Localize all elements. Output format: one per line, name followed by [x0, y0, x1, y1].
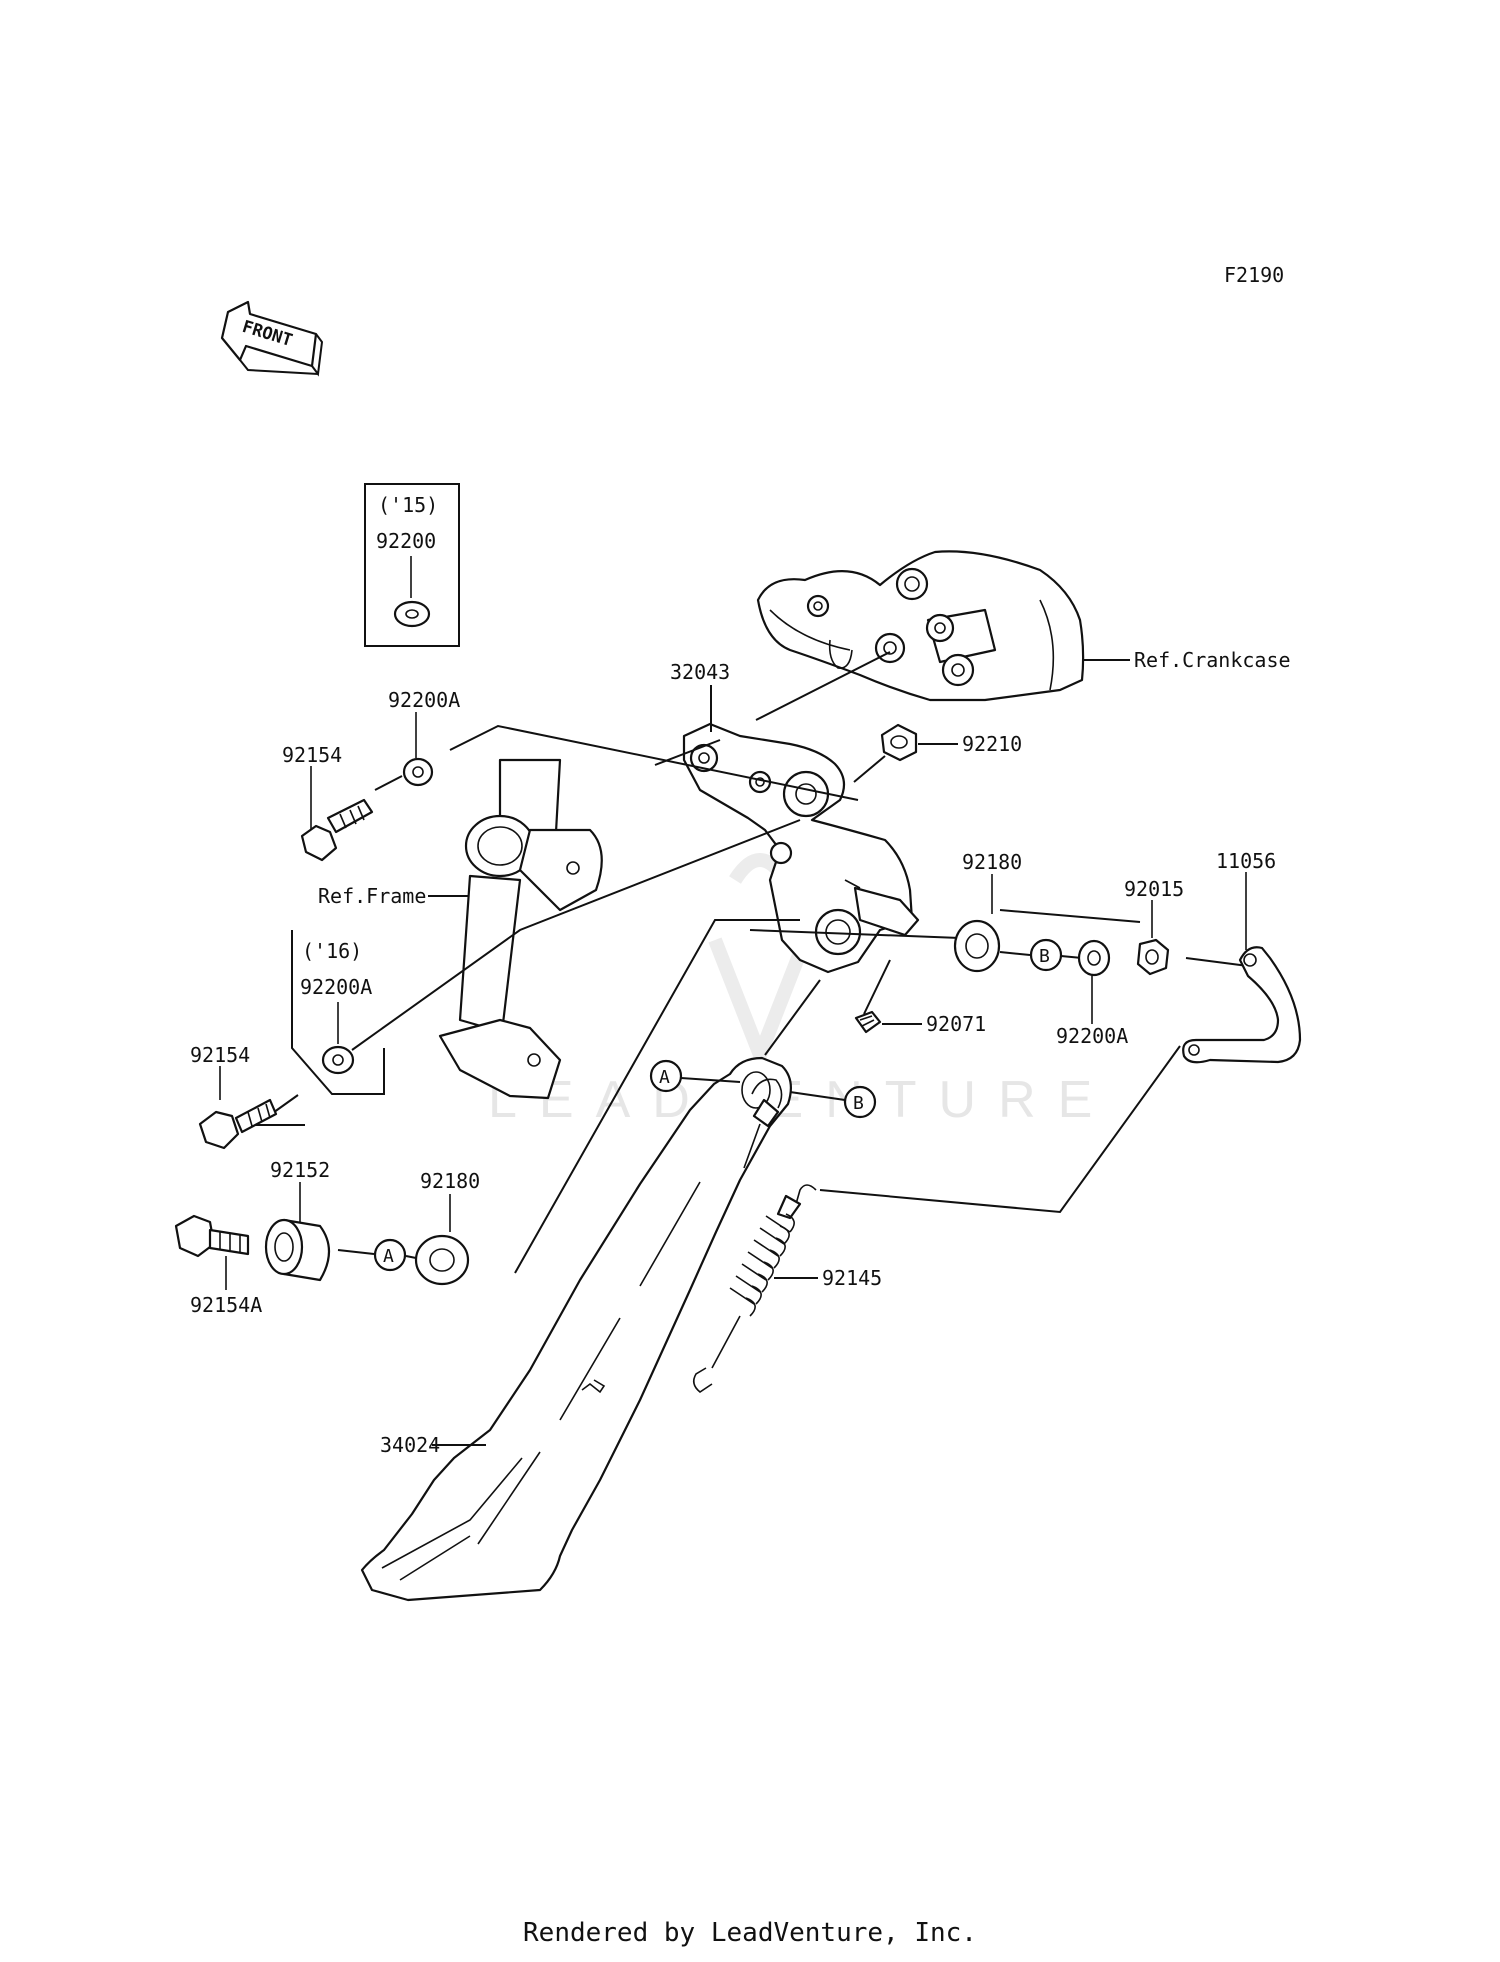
ref-crankcase-label: Ref.Crankcase [1134, 648, 1291, 672]
washer-92200A-top [402, 757, 434, 787]
marker-a-stand-label: A [659, 1067, 670, 1088]
washer-92180-right [953, 919, 1001, 973]
part-92154-top-label: 92154 [282, 743, 342, 767]
part-92200-label: 92200 [376, 529, 436, 553]
watermark: LEADVENTURE [488, 1071, 1114, 1129]
part-32043-label: 32043 [670, 660, 730, 684]
bolt-92154A [174, 1214, 250, 1258]
nut-92015 [1136, 938, 1170, 976]
marker-a-left-label: A [383, 1246, 394, 1267]
part-92015-label: 92015 [1124, 877, 1184, 901]
frame-reference [438, 758, 603, 1100]
part-92152-label: 92152 [270, 1158, 330, 1182]
bracket-11056 [1182, 946, 1302, 1064]
year-15-label: ('15) [378, 493, 438, 517]
part-34024-label: 34024 [380, 1433, 440, 1457]
part-92154-mid-label: 92154 [190, 1043, 250, 1067]
figure-code: F2190 [1224, 263, 1284, 287]
crankcase-reference [756, 550, 1085, 702]
spring-92145 [692, 1184, 817, 1393]
part-92200A-right-label: 92200A [1056, 1024, 1128, 1048]
washer-92180-left [414, 1234, 470, 1286]
collar-92152 [264, 1218, 331, 1282]
marker-b-right: B [1029, 938, 1063, 972]
marker-b-stand: B [843, 1085, 877, 1119]
part-92180-right-label: 92180 [962, 850, 1022, 874]
marker-a-stand: A [649, 1059, 683, 1093]
year-15-box: ('15) 92200 [364, 483, 460, 647]
part-92071-label: 92071 [926, 1012, 986, 1036]
footer-credit: Rendered by LeadVenture, Inc. [523, 1918, 977, 1948]
marker-b-right-label: B [1039, 946, 1050, 967]
year-16-box: ('16) 92200A [291, 930, 385, 1095]
part-11056-label: 11056 [1216, 849, 1276, 873]
washer-92200A-right [1077, 939, 1111, 977]
bolt-92154-top [300, 798, 374, 862]
part-92200A-box-label: 92200A [300, 975, 372, 999]
nut-92210 [880, 723, 918, 762]
part-92145-label: 92145 [822, 1266, 882, 1290]
bolt-92154-mid [198, 1098, 278, 1150]
marker-a-left: A [373, 1238, 407, 1272]
part-92180-left-label: 92180 [420, 1169, 480, 1193]
part-92154A-label: 92154A [190, 1293, 262, 1317]
washer-92200A-16 [321, 1045, 355, 1075]
ref-frame-label: Ref.Frame [318, 884, 426, 908]
year-16-label: ('16) [302, 939, 362, 963]
front-arrow-icon: FRONT [220, 300, 324, 377]
bracket-32043 [682, 722, 920, 974]
marker-b-stand-label: B [853, 1093, 864, 1114]
part-92200A-top-label: 92200A [388, 688, 460, 712]
screw-92071 [854, 1010, 882, 1034]
side-stand-34024 [360, 1056, 793, 1602]
washer-92200 [393, 600, 431, 628]
part-92210-label: 92210 [962, 732, 1022, 756]
